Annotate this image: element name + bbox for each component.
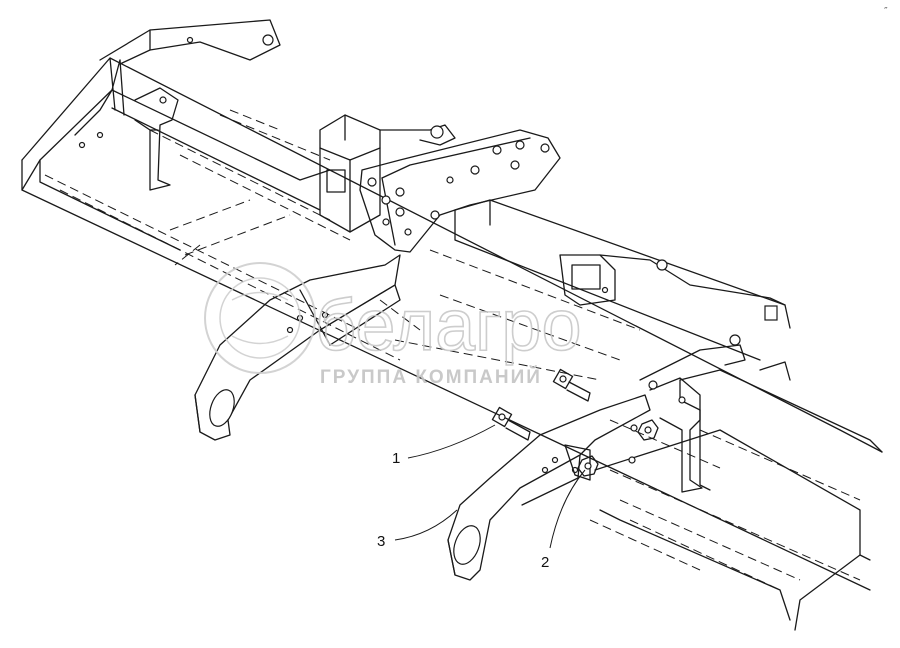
hitch-hole bbox=[541, 466, 549, 474]
plate-hole bbox=[515, 140, 525, 150]
right-side-bracket bbox=[628, 334, 746, 493]
plate-hole bbox=[492, 145, 502, 155]
nut-right bbox=[637, 419, 659, 441]
bracket-hole bbox=[78, 141, 86, 149]
nut-lower bbox=[577, 455, 599, 477]
center-mounting-plate bbox=[359, 129, 561, 253]
bracket-hole bbox=[678, 396, 686, 404]
right-frame-section bbox=[589, 361, 883, 631]
bracket-hole bbox=[648, 380, 658, 390]
plate-hole bbox=[540, 143, 550, 153]
callout-label-1: 1 bbox=[392, 450, 400, 467]
bracket-hole bbox=[630, 424, 638, 432]
corner-mark: ″ bbox=[884, 6, 888, 17]
watermark: белагро ГРУППА КОМПАНИЙ bbox=[204, 262, 582, 388]
beam-boss bbox=[656, 259, 668, 271]
callout-2: 2 bbox=[541, 469, 586, 571]
beam-hole bbox=[601, 286, 609, 294]
top-left-bracket bbox=[74, 19, 281, 149]
left-hitch-bar bbox=[194, 254, 401, 441]
callout-1: 1 bbox=[392, 424, 496, 467]
callout-3: 3 bbox=[377, 509, 458, 550]
watermark-brand: белагро bbox=[315, 286, 581, 366]
tower-boss bbox=[430, 125, 444, 139]
lower-cross-beam bbox=[379, 199, 791, 381]
bolt-upper bbox=[552, 368, 591, 402]
plate-hole bbox=[510, 160, 520, 170]
central-tower bbox=[319, 114, 456, 233]
plate-hole bbox=[404, 228, 412, 236]
hitch-eye bbox=[209, 389, 235, 427]
plate-hole bbox=[367, 177, 377, 187]
plate-hole bbox=[470, 165, 480, 175]
bracket-hole bbox=[262, 34, 274, 46]
left-vertical-bracket bbox=[134, 87, 179, 191]
plate-hole bbox=[446, 176, 454, 184]
bracket-hole bbox=[729, 334, 741, 346]
watermark-logo-ring bbox=[204, 262, 316, 374]
plate-hole bbox=[395, 187, 405, 197]
hitch-eye bbox=[453, 525, 481, 565]
hitch-hole bbox=[286, 326, 294, 334]
plate-hole bbox=[395, 207, 405, 217]
watermark-subtitle: ГРУППА КОМПАНИЙ bbox=[320, 366, 542, 388]
bracket-hole bbox=[628, 456, 636, 464]
bracket-hole bbox=[186, 36, 194, 44]
plate-hole bbox=[430, 210, 440, 220]
bracket-hole bbox=[159, 96, 167, 104]
hitch-hole bbox=[551, 456, 559, 464]
plate-hole bbox=[381, 195, 391, 205]
right-hitch-bar bbox=[447, 394, 651, 581]
hitch-hole bbox=[321, 311, 329, 319]
bolt-center bbox=[491, 406, 531, 441]
plate-hole bbox=[382, 218, 390, 226]
callout-label-2: 2 bbox=[541, 554, 549, 571]
beam-slot bbox=[764, 305, 778, 321]
callout-label-3: 3 bbox=[377, 533, 385, 550]
upper-frame-beam bbox=[21, 57, 883, 591]
bracket-hole bbox=[96, 131, 104, 139]
